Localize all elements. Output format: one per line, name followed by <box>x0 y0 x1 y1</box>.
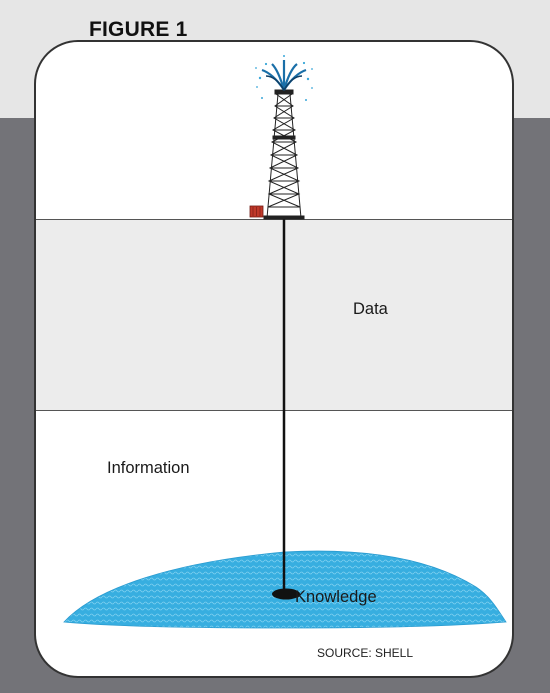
data-label: Data <box>353 300 388 318</box>
data-layer-band <box>36 219 512 411</box>
knowledge-label: Knowledge <box>295 588 377 606</box>
oil-derrick-icon <box>263 89 305 220</box>
information-label: Information <box>107 459 190 477</box>
drill-bit <box>272 588 300 600</box>
source-caption: SOURCE: SHELL <box>317 646 414 660</box>
oil-gusher-icon <box>255 55 313 101</box>
diagram-illustration <box>63 55 507 629</box>
pump-unit-icon <box>249 205 264 218</box>
diagram-panel: Data Information Knowledge SOURCE: SHELL <box>34 40 514 678</box>
figure-title: FIGURE 1 <box>89 18 188 41</box>
